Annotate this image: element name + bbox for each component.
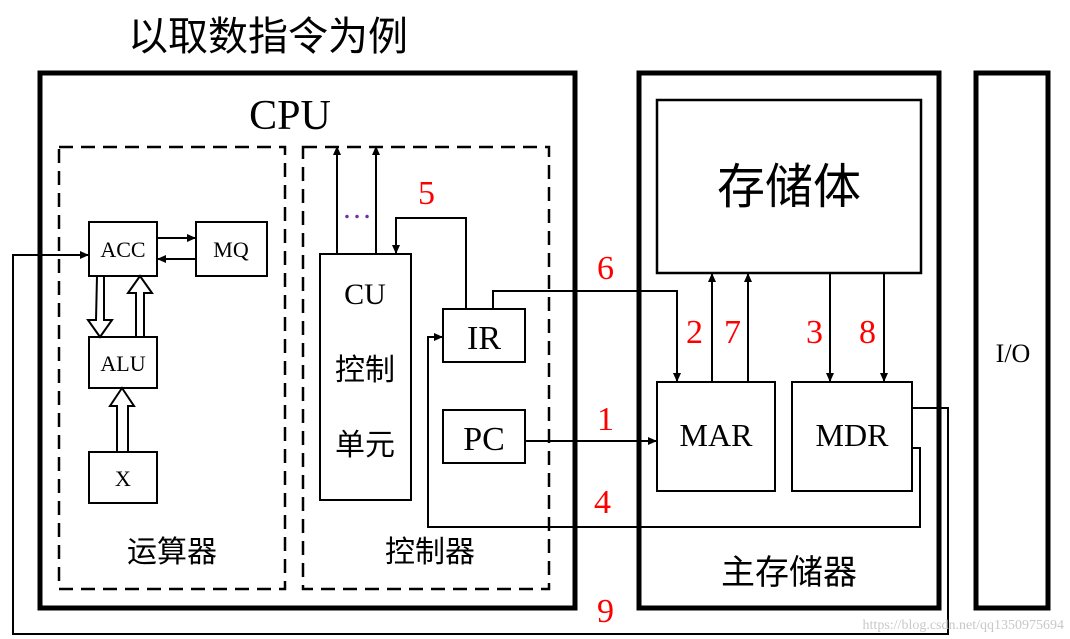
cu-control-signals <box>333 146 380 254</box>
step-1: 1 <box>597 401 614 438</box>
diagram-title: 以取数指令为例 <box>128 14 408 60</box>
acc-mq-arrows <box>157 234 196 263</box>
storage-label: 存储体 <box>717 159 861 215</box>
mq-label: MQ <box>213 237 249 262</box>
x-to-alu-arrow <box>108 386 136 453</box>
mar-to-storage-lines <box>708 273 752 382</box>
step-5: 5 <box>418 175 435 212</box>
main-memory-label: 主存储器 <box>721 553 857 593</box>
mdr-label: MDR <box>816 417 890 453</box>
pc-label: PC <box>463 421 505 458</box>
acc-to-alu-arrow <box>86 275 114 339</box>
control-group-box <box>301 145 551 591</box>
alu-group-box <box>57 145 287 591</box>
mdr-register <box>791 381 913 492</box>
io-box <box>973 70 1051 611</box>
mdr-to-acc-line <box>12 251 949 635</box>
main-memory-box <box>636 70 942 611</box>
step-labels: 1 2 3 4 5 6 7 8 9 <box>418 175 876 630</box>
control-dots: … <box>342 192 372 225</box>
step-7: 7 <box>724 314 741 351</box>
mar-label: MAR <box>680 417 754 453</box>
storage-body <box>655 98 923 275</box>
storage-to-mdr-lines <box>826 273 888 382</box>
step-6: 6 <box>597 250 614 287</box>
acc-label: ACC <box>100 237 145 262</box>
x-label: X <box>115 466 131 491</box>
alu-group-label: 运算器 <box>127 535 217 570</box>
cu-unit <box>319 253 412 501</box>
io-label: I/O <box>996 339 1031 368</box>
cpu-box <box>37 70 578 611</box>
mar-register <box>656 381 776 492</box>
cu-label-line1: CU <box>344 278 386 311</box>
ir-register <box>442 308 526 363</box>
ir-to-cu-line <box>392 217 467 309</box>
step-9: 9 <box>597 593 614 630</box>
step-8: 8 <box>859 314 876 351</box>
cu-label-line3: 单元 <box>335 428 395 463</box>
mq-register <box>195 221 268 277</box>
mdr-to-ir-line <box>427 333 921 528</box>
pc-register <box>442 409 526 464</box>
cpu-label: CPU <box>249 93 331 139</box>
ir-label: IR <box>467 320 501 357</box>
alu-label: ALU <box>100 351 145 376</box>
cu-label-line2: 控制 <box>335 353 395 388</box>
control-group-label: 控制器 <box>385 535 475 570</box>
alu-to-acc-arrow <box>126 274 154 338</box>
acc-register <box>88 221 158 277</box>
step-2: 2 <box>686 314 703 351</box>
ir-to-mar-line <box>492 290 681 382</box>
step-4: 4 <box>594 484 611 521</box>
step-3: 3 <box>806 314 823 351</box>
watermark: https://blog.csdn.net/qq1350975694 <box>863 618 1064 633</box>
alu-unit <box>88 336 158 389</box>
